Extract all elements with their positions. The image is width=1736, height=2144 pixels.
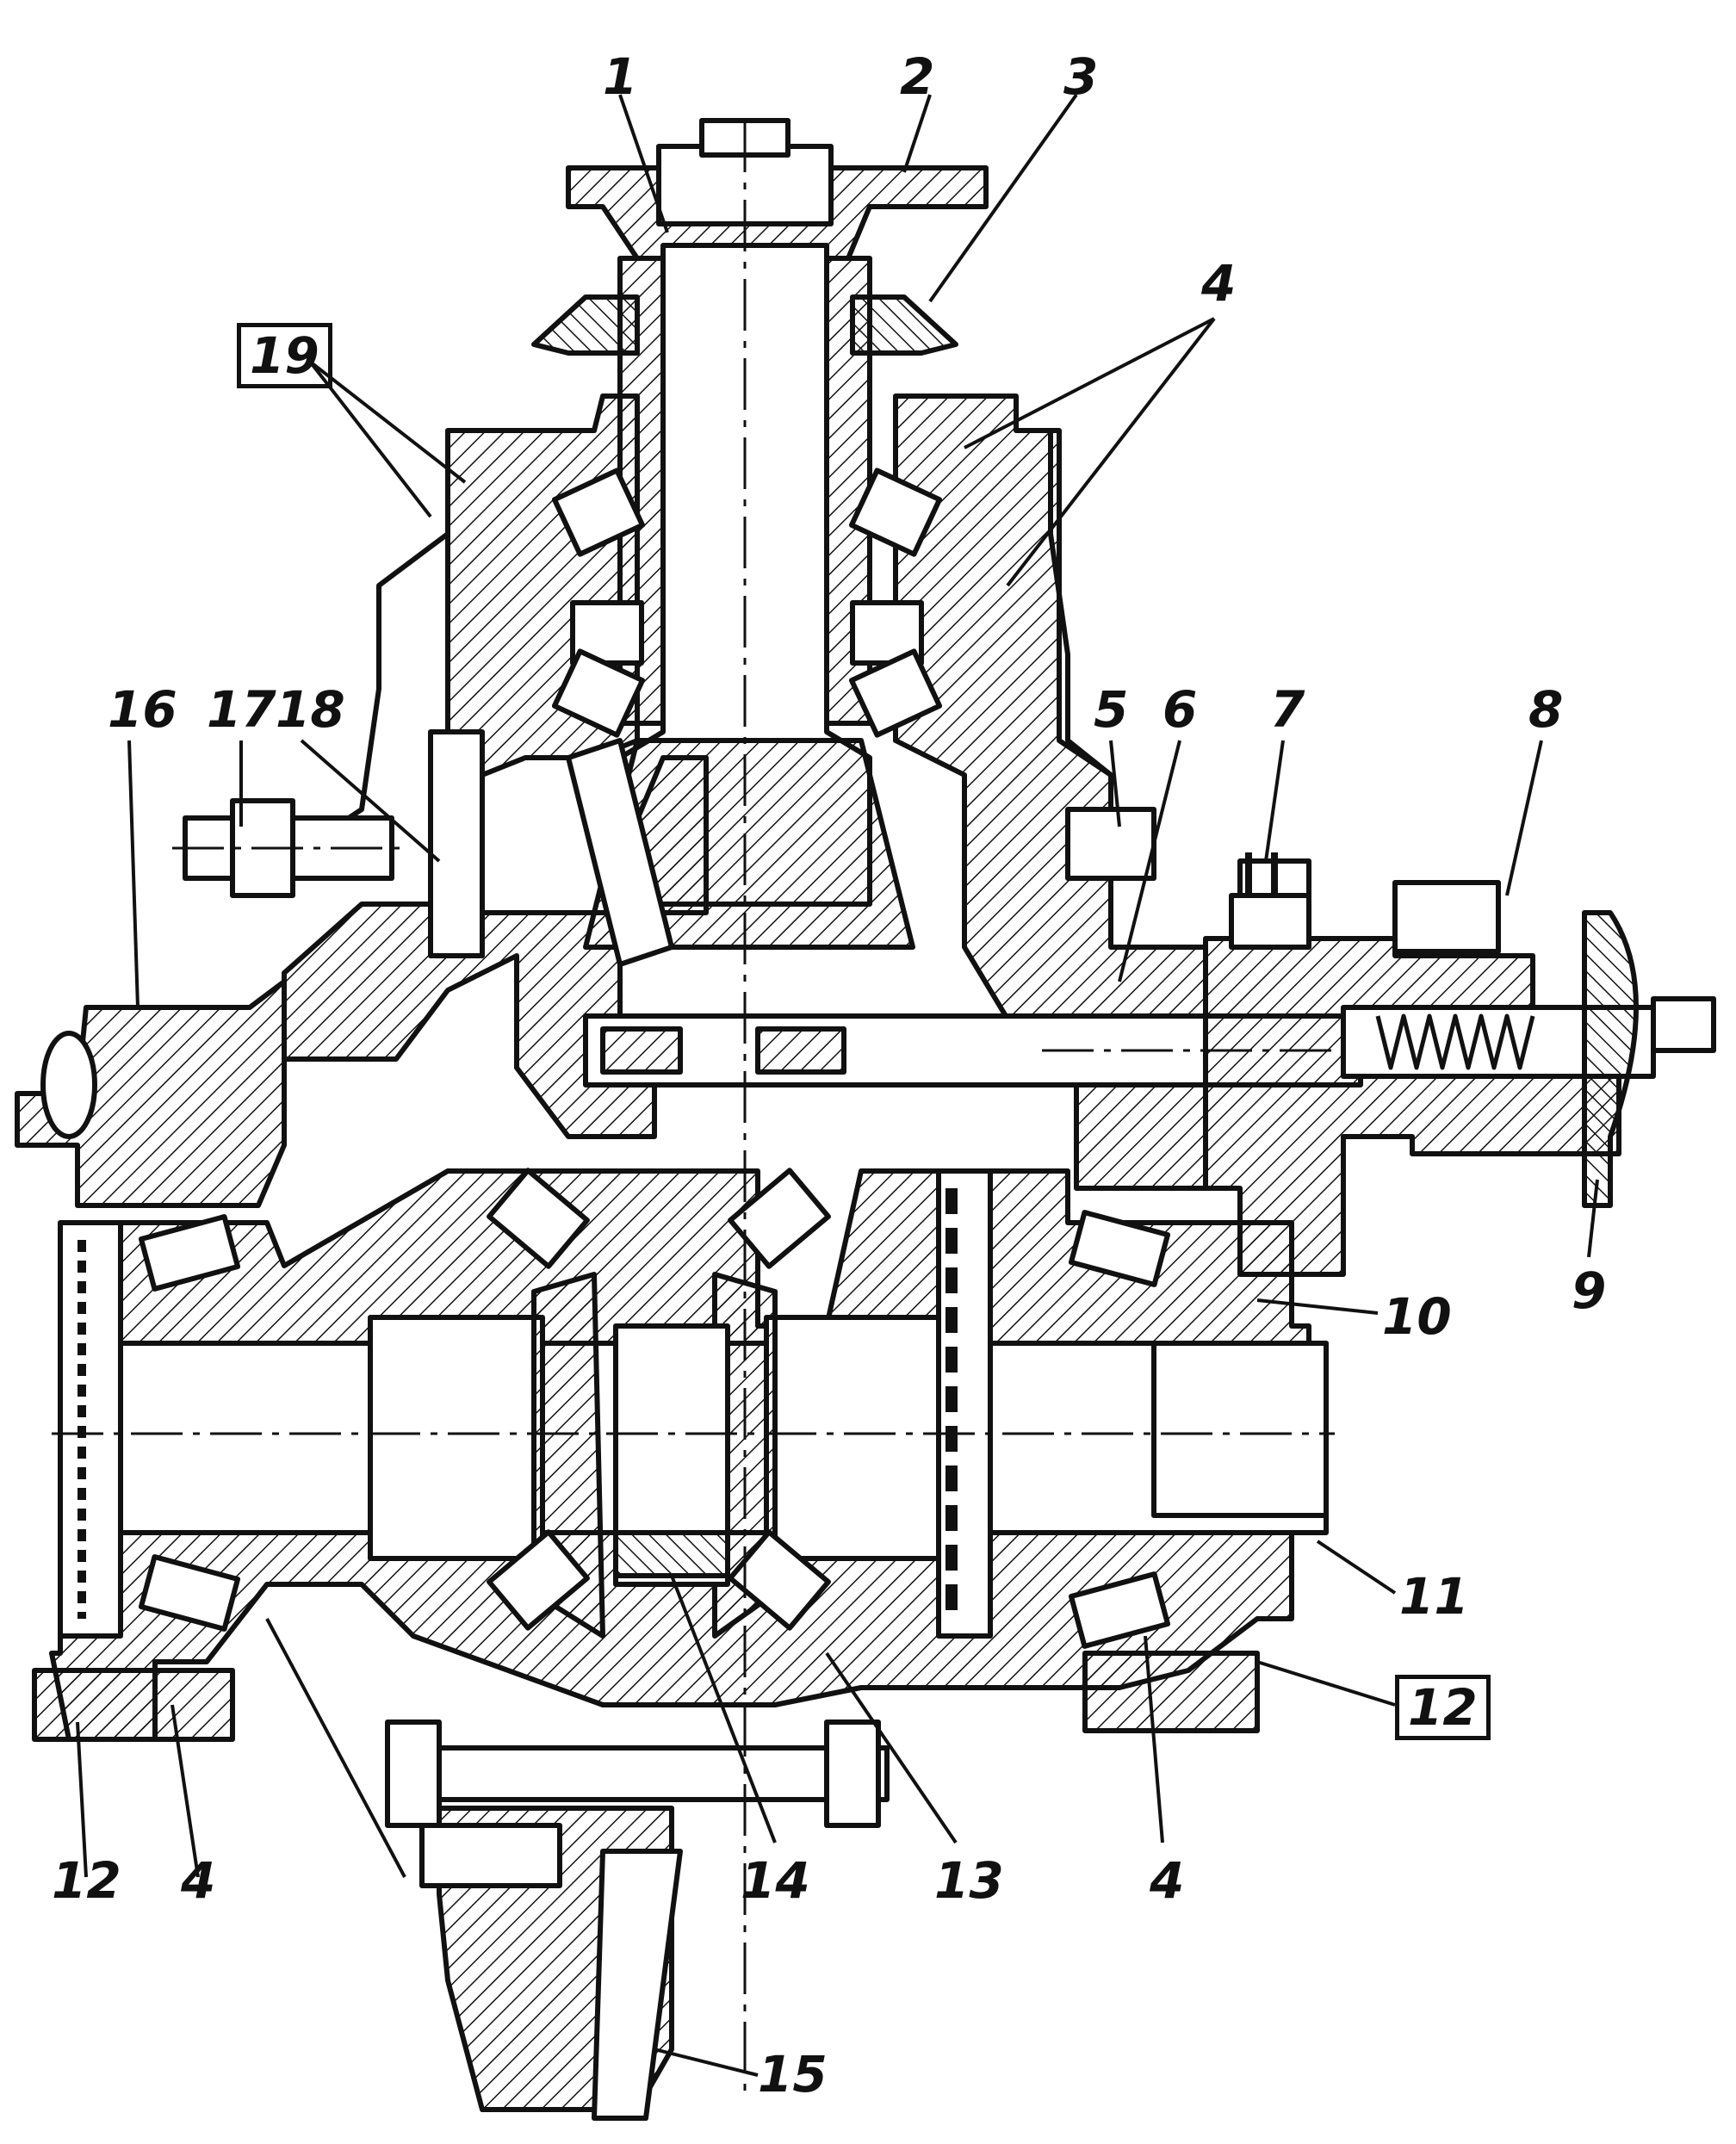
callout-15: 15 xyxy=(758,2045,828,2104)
callout-19: 19 xyxy=(237,323,332,388)
callout-7: 7 xyxy=(1270,680,1305,739)
callout-12-left: 12 xyxy=(52,1851,121,1910)
callout-10: 10 xyxy=(1382,1287,1452,1346)
bottom-flange-left xyxy=(32,1668,235,1742)
left-brake-drum xyxy=(58,1220,123,1639)
callout-4-bottom-left: 4 xyxy=(181,1851,216,1910)
callout-1: 1 xyxy=(603,47,638,106)
breather-valve xyxy=(1229,893,1311,950)
callout-5: 5 xyxy=(1094,680,1129,739)
seal-cover xyxy=(531,294,640,356)
callout-4-bottom-right: 4 xyxy=(1150,1851,1185,1910)
callout-2: 2 xyxy=(900,47,935,106)
callout-18: 18 xyxy=(276,680,345,739)
callout-8: 8 xyxy=(1528,680,1564,739)
bottom-flange-right xyxy=(1082,1651,1260,1733)
callout-3: 3 xyxy=(1063,47,1099,106)
callout-13: 13 xyxy=(934,1851,1004,1910)
callout-16: 16 xyxy=(108,680,177,739)
lower-bolt-shaft xyxy=(402,1745,890,1802)
callout-11: 11 xyxy=(1399,1567,1469,1626)
callout-17: 17 xyxy=(207,680,276,739)
left-top-flange xyxy=(15,979,287,1208)
callout-4-top: 4 xyxy=(1201,254,1237,313)
callout-9: 9 xyxy=(1572,1261,1607,1320)
diaphragm-cover xyxy=(1582,910,1639,1208)
spring xyxy=(1375,1013,1535,1070)
callout-12-right: 12 xyxy=(1395,1675,1491,1740)
callout-14: 14 xyxy=(741,1851,810,1910)
callout-6: 6 xyxy=(1162,680,1198,739)
